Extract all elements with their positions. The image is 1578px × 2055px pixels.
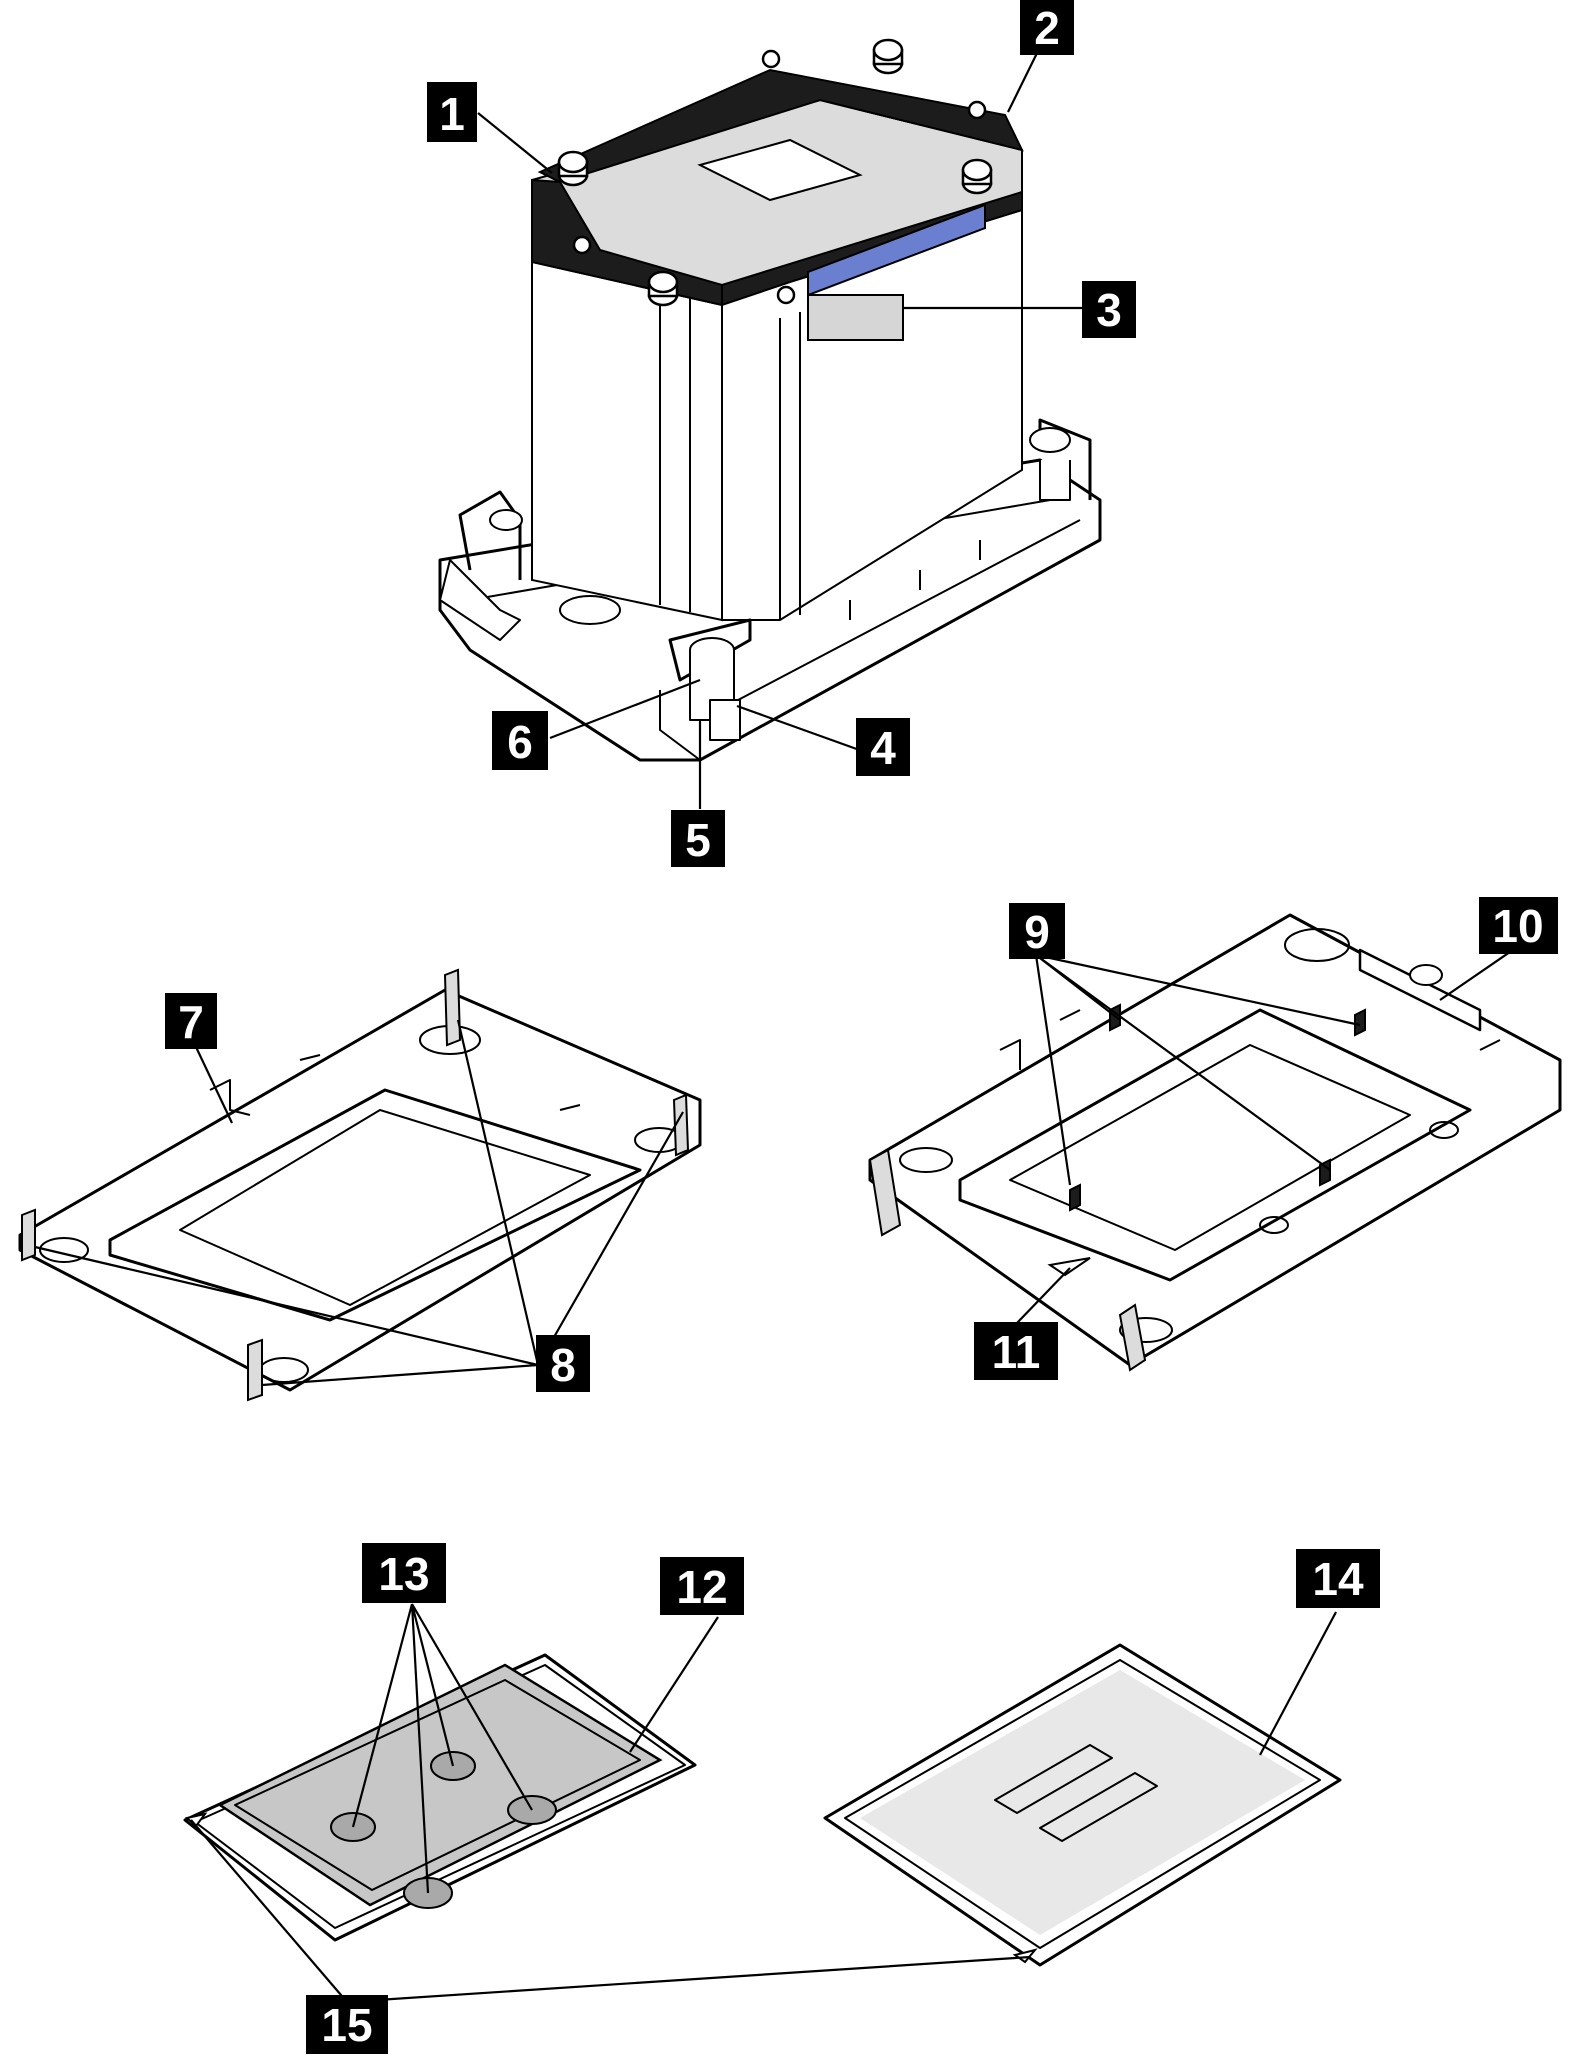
heat-sink-assembly <box>438 38 1102 762</box>
callout-7-label: 7 <box>178 996 204 1048</box>
heat-sink-blue-label <box>807 203 986 297</box>
leader-lines <box>34 46 1556 2004</box>
standoffs <box>572 49 987 305</box>
callout-10: 10 <box>1479 897 1558 954</box>
callout-8-label: 8 <box>550 1339 576 1391</box>
torx-nuts <box>557 38 993 307</box>
processor <box>183 1653 697 1942</box>
callout-6-label: 6 <box>507 716 533 768</box>
callout-14: 14 <box>1296 1549 1380 1608</box>
anti-tilt-wire-left <box>439 490 523 641</box>
processor-ihs <box>217 1663 663 1907</box>
callout-13: 13 <box>362 1543 446 1603</box>
processor-clips <box>1069 1003 1366 1212</box>
carrier-handle <box>1358 948 1482 1032</box>
callout-14-label: 14 <box>1312 1553 1364 1605</box>
callout-1: 1 <box>427 82 477 142</box>
anti-tilt-wire-front <box>659 618 752 761</box>
callout-10-label: 10 <box>1492 900 1543 952</box>
heat-sink-id-label <box>807 294 904 341</box>
carrier-latches <box>21 968 690 1402</box>
heat-sink-rim-left <box>531 178 723 307</box>
anti-tilt-wire-right <box>1029 418 1092 501</box>
callout-15: 15 <box>306 1995 388 2054</box>
callout-4: 4 <box>856 718 910 776</box>
heat-sink-fins-left <box>531 256 723 622</box>
callout-11: 11 <box>974 1322 1058 1380</box>
triangle-mark <box>1047 1257 1091 1277</box>
callout-9: 9 <box>1009 903 1065 959</box>
callout-12: 12 <box>660 1557 744 1615</box>
callout-3: 3 <box>1082 281 1136 338</box>
callout-3-label: 3 <box>1096 284 1122 336</box>
callout-5-label: 5 <box>685 814 711 866</box>
callout-6: 6 <box>492 711 548 770</box>
processor-carrier <box>18 968 702 1402</box>
callout-9-label: 9 <box>1024 906 1050 958</box>
callout-5: 5 <box>671 810 725 867</box>
callout-2: 2 <box>1020 0 1074 55</box>
callout-1-label: 1 <box>439 88 465 140</box>
callout-13-label: 13 <box>378 1548 429 1600</box>
processor-carrier-right <box>868 913 1562 1372</box>
callout-12-label: 12 <box>676 1561 727 1613</box>
callout-15-label: 15 <box>321 1999 372 2051</box>
callout-7: 7 <box>165 993 217 1049</box>
processor-bottom-side <box>823 1643 1342 1967</box>
callout-2-label: 2 <box>1034 2 1060 54</box>
callout-8: 8 <box>536 1335 590 1392</box>
heat-sink-fins-right <box>721 208 1023 621</box>
callout-11-label: 11 <box>992 1326 1041 1378</box>
callout-4-label: 4 <box>870 722 896 774</box>
